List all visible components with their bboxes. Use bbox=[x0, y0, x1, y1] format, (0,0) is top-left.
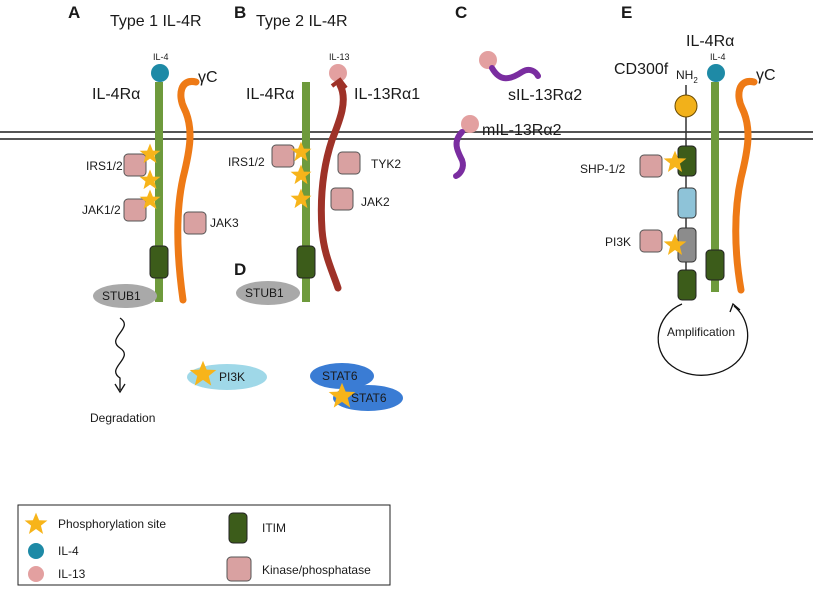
panel-b-title: Type 2 IL-4R bbox=[256, 13, 348, 30]
tyk2-label-b: TYK2 bbox=[371, 157, 401, 171]
legend-kinase-label: Kinase/phosphatase bbox=[262, 563, 371, 577]
amplification-arrowhead bbox=[729, 302, 741, 313]
panel-c: C sIL-13Rα2 mIL-13Rα2 bbox=[453, 3, 582, 179]
nh2-label: NH2 bbox=[676, 68, 698, 85]
panel-a-ligand-label: IL-4 bbox=[153, 52, 169, 62]
il4ra-chain-e bbox=[711, 82, 719, 292]
cell-membrane bbox=[0, 131, 813, 140]
itim-e-il4ra bbox=[705, 249, 725, 281]
panel-d: D STUB1 PI3K STAT6 STAT6 bbox=[187, 260, 403, 411]
degradation-arrowhead bbox=[114, 383, 126, 394]
jak3-label-a: JAK3 bbox=[210, 216, 239, 230]
jak3-kinase-a bbox=[183, 211, 207, 235]
stub1-ellipse-d bbox=[236, 281, 300, 305]
panel-b-letter: B bbox=[234, 3, 246, 22]
stub1-ellipse-a bbox=[93, 284, 157, 308]
panel-d-letter: D bbox=[234, 260, 246, 279]
jak12-label-a: JAK1/2 bbox=[82, 203, 121, 217]
il13-ligand-b bbox=[329, 64, 347, 82]
irs-kinase-a bbox=[123, 153, 147, 177]
degradation-label: Degradation bbox=[90, 411, 155, 425]
jak12-kinase-a bbox=[123, 198, 147, 222]
gammac-chain-e bbox=[732, 77, 758, 294]
legend-il13-icon bbox=[28, 566, 44, 582]
legend-kinase-icon bbox=[226, 556, 252, 582]
panel-a-letter: A bbox=[68, 3, 80, 22]
panel-b-receptor-label: IL-4Rα bbox=[246, 86, 294, 103]
panel-a: A Type 1 IL-4R IL-4Rα γC IL-4 IRS1/2 JAK… bbox=[68, 3, 239, 425]
sil13ra2-label: sIL-13Rα2 bbox=[508, 87, 582, 104]
degradation-arrow bbox=[115, 317, 125, 390]
panel-c-letter: C bbox=[455, 3, 467, 22]
mil13ra2-chain bbox=[453, 129, 466, 179]
legend-box bbox=[17, 504, 391, 586]
panel-a-receptor-label: IL-4Rα bbox=[92, 86, 140, 103]
panel-a-title: Type 1 IL-4R bbox=[110, 13, 202, 30]
panel-e-ligand-label: IL-4 bbox=[710, 52, 726, 62]
itim-a bbox=[149, 245, 169, 279]
itim-b bbox=[296, 245, 316, 279]
itim-e-2 bbox=[677, 269, 697, 301]
cd300f-label: CD300f bbox=[614, 61, 669, 78]
legend-itim-icon bbox=[228, 512, 248, 544]
panel-a-gammac-label: γC bbox=[198, 69, 218, 86]
il13-ligand-c2 bbox=[461, 115, 479, 133]
il13ra1-tip-b bbox=[330, 77, 348, 90]
legend-phospho-label: Phosphorylation site bbox=[58, 517, 166, 531]
amplification-loop bbox=[657, 303, 749, 376]
il13-ligand-c1 bbox=[479, 51, 497, 69]
legend: Phosphorylation site IL-4 IL-13 ITIM Kin… bbox=[17, 504, 391, 586]
legend-itim-label: ITIM bbox=[262, 521, 286, 535]
panel-e-gammac-label: γC bbox=[756, 67, 776, 84]
panel-b-ligand-label: IL-13 bbox=[329, 52, 350, 62]
shp-label-e: SHP-1/2 bbox=[580, 162, 626, 176]
cd300f-itsm-block bbox=[677, 187, 697, 219]
stat6-ellipse-d1 bbox=[310, 363, 374, 389]
irs-label-b: IRS1/2 bbox=[228, 155, 265, 169]
stat6-ellipse-d2 bbox=[333, 385, 403, 411]
stat6-label-d2: STAT6 bbox=[351, 391, 387, 405]
il4ra-chain-a bbox=[155, 82, 163, 302]
irs-kinase-b bbox=[271, 144, 295, 168]
pi3k-label-d: PI3K bbox=[219, 370, 245, 384]
jak2-label-b: JAK2 bbox=[361, 195, 390, 209]
stat6-label-d1: STAT6 bbox=[322, 369, 358, 383]
irs-label-a: IRS1/2 bbox=[86, 159, 123, 173]
jak2-kinase-b bbox=[330, 187, 354, 211]
panel-e-receptor-label: IL-4Rα bbox=[686, 33, 734, 50]
shp-phosphatase-e bbox=[639, 154, 663, 178]
stub1-label-d: STUB1 bbox=[245, 286, 284, 300]
gammac-chain-a bbox=[174, 77, 200, 304]
panel-b: B Type 2 IL-4R IL-4Rα IL-13Rα1 IL-13 IRS… bbox=[228, 3, 420, 302]
panel-e-letter: E bbox=[621, 3, 632, 22]
il4-ligand-e bbox=[707, 64, 725, 82]
il4-ligand-a bbox=[151, 64, 169, 82]
il13ra1-chain-b bbox=[317, 81, 347, 292]
stub1-label-a: STUB1 bbox=[102, 289, 141, 303]
panel-e: E IL-4Rα CD300f NH2 IL-4 γC SHP-1/2 PI3K… bbox=[580, 3, 776, 376]
legend-il4-label: IL-4 bbox=[58, 544, 79, 558]
cd300f-ig-domain bbox=[674, 94, 698, 118]
pi3k-kinase-e bbox=[639, 229, 663, 253]
panel-b-il13ra1-label: IL-13Rα1 bbox=[354, 86, 420, 103]
pi3k-label-e: PI3K bbox=[605, 235, 631, 249]
legend-il13-label: IL-13 bbox=[58, 567, 86, 581]
amplification-label: Amplification bbox=[667, 325, 735, 339]
mil13ra2-label: mIL-13Rα2 bbox=[482, 122, 562, 139]
legend-il4-icon bbox=[28, 543, 44, 559]
tyk2-kinase-b bbox=[337, 151, 361, 175]
sil13ra2-chain bbox=[489, 65, 541, 82]
il4ra-chain-b bbox=[302, 82, 310, 302]
